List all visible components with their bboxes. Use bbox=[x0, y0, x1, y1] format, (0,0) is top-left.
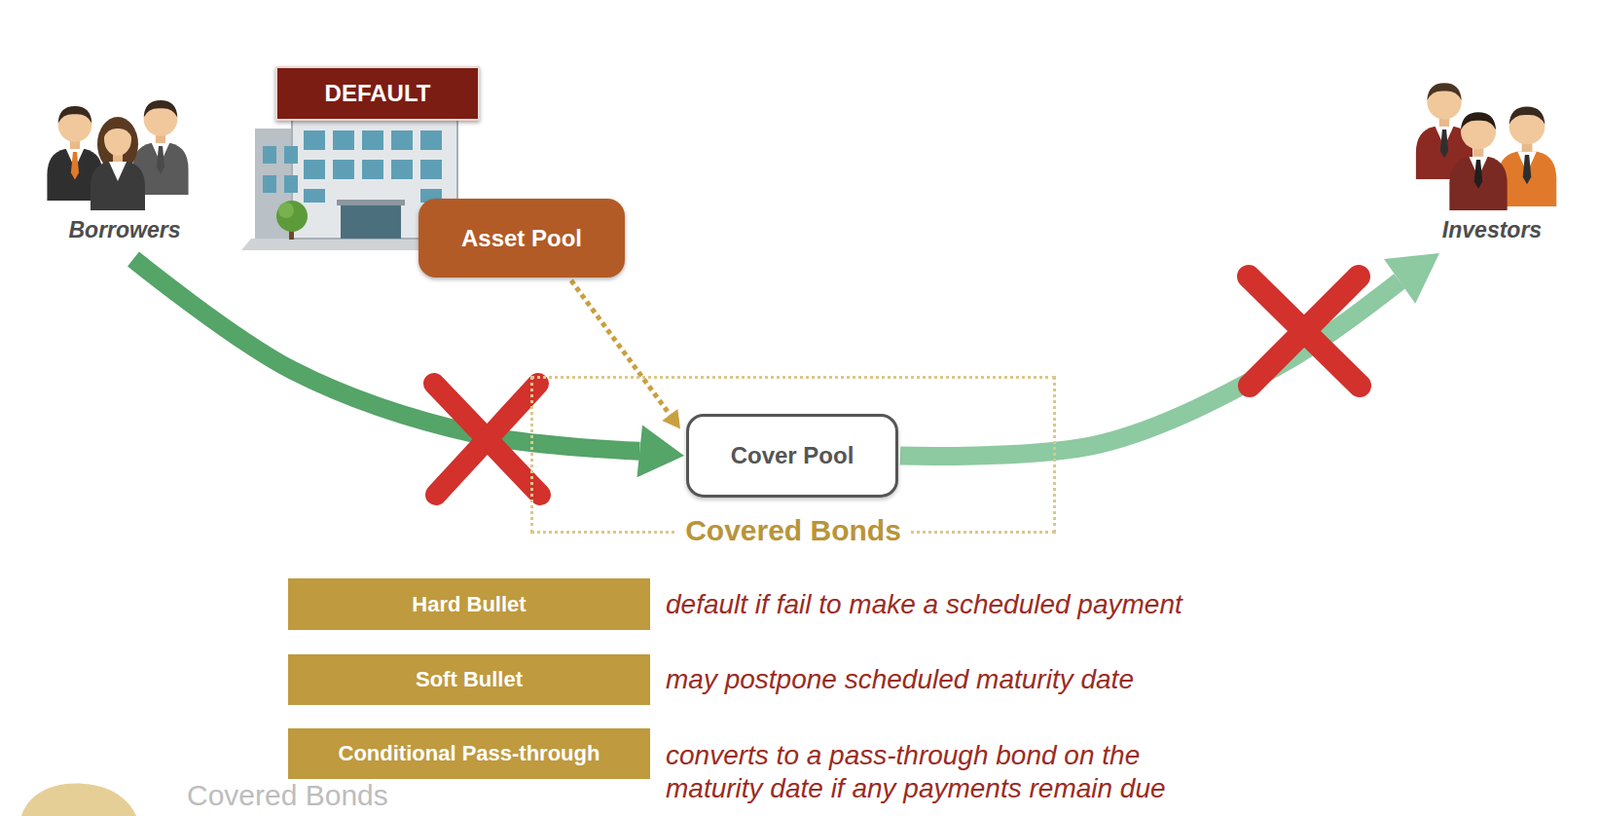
flow-arrow bbox=[900, 253, 1440, 456]
cross-mark bbox=[434, 383, 541, 495]
group-label: Investors bbox=[1442, 216, 1542, 244]
box-label: Asset Pool bbox=[461, 224, 582, 253]
description-text: default if fail to make a scheduled paym… bbox=[665, 587, 1183, 621]
connector-line bbox=[133, 258, 640, 451]
canopy bbox=[336, 199, 405, 206]
entrance bbox=[340, 204, 401, 239]
connector-line bbox=[571, 280, 670, 415]
cover-pool-box: Cover Pool bbox=[686, 413, 899, 498]
window-grid bbox=[262, 130, 442, 203]
watermark-logo bbox=[21, 782, 137, 816]
box-label: Cover Pool bbox=[730, 441, 855, 470]
asset-pool-box: Asset Pool bbox=[418, 198, 625, 278]
arrowhead bbox=[636, 424, 685, 477]
investors-icon bbox=[1416, 82, 1557, 211]
source-link bbox=[571, 280, 681, 429]
person-figure bbox=[1449, 111, 1507, 211]
description-text: may postpone scheduled maturity date bbox=[665, 662, 1134, 696]
arrowhead bbox=[1383, 253, 1440, 304]
default-banner: DEFAULT bbox=[275, 66, 480, 121]
borrowers-group: Borrowers bbox=[36, 97, 213, 244]
bond-type-label: Hard Bullet bbox=[411, 591, 526, 618]
borrowers-icon bbox=[46, 100, 188, 211]
banner-label: DEFAULT bbox=[325, 79, 432, 108]
tree bbox=[276, 200, 308, 240]
bond-type-label: Conditional Pass-through bbox=[338, 740, 601, 766]
person-figure bbox=[90, 116, 146, 211]
region-title: Covered Bonds bbox=[677, 512, 910, 548]
bond-type-box: Conditional Pass-through bbox=[288, 727, 651, 779]
flow-arrow bbox=[133, 258, 685, 477]
cross-mark bbox=[1248, 276, 1360, 386]
watermark-text: Covered Bonds bbox=[186, 779, 389, 811]
bond-type-box: Hard Bullet bbox=[288, 578, 651, 630]
investors-group: Investors bbox=[1404, 73, 1580, 244]
group-label: Borrowers bbox=[68, 216, 181, 244]
bond-type-label: Soft Bullet bbox=[415, 666, 523, 692]
covered-bonds-region: Covered BondsCover Pool bbox=[530, 375, 1056, 534]
bond-type-box: Soft Bullet bbox=[288, 654, 651, 705]
description-text: converts to a pass-through bond on the m… bbox=[665, 738, 1240, 805]
arrowhead bbox=[661, 408, 681, 429]
